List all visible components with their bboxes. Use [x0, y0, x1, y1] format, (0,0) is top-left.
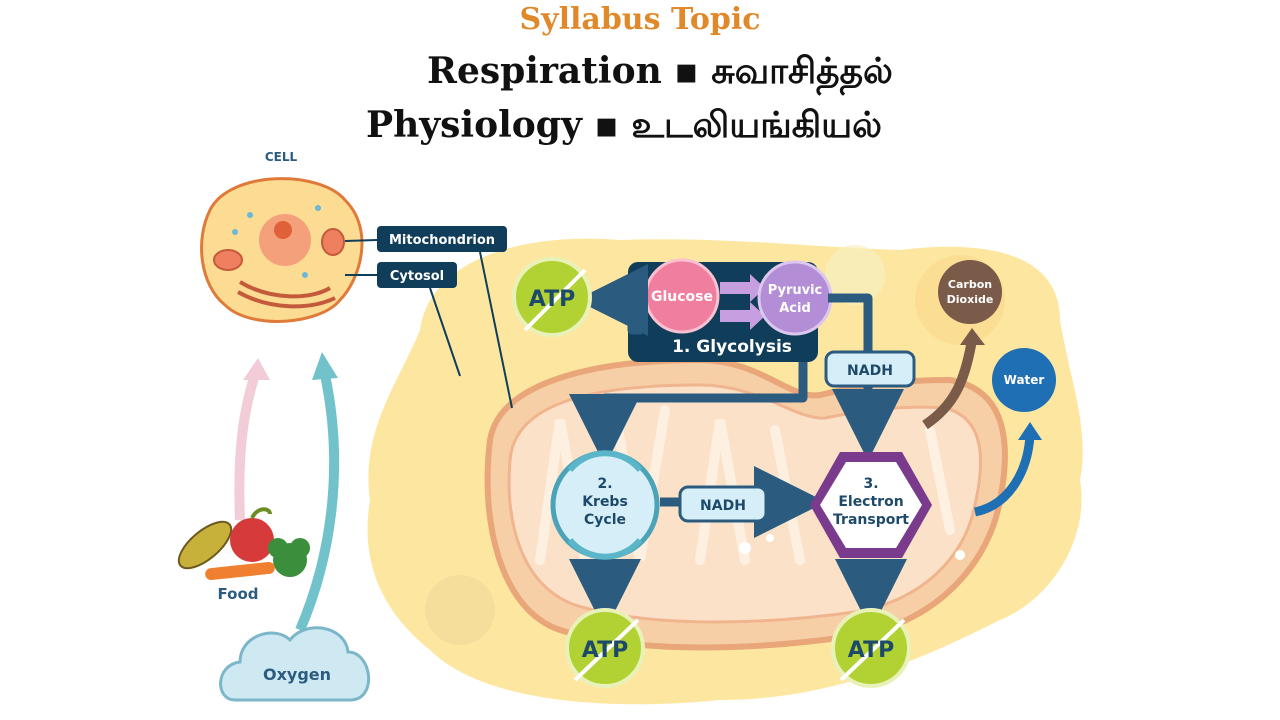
- cell-label: CELL: [265, 150, 298, 164]
- svg-text:2.: 2.: [597, 476, 612, 492]
- svg-text:ATP: ATP: [529, 287, 575, 312]
- food-label: Food: [218, 585, 259, 603]
- food-illustration: [177, 507, 310, 581]
- electron-transport-node: 3. Electron Transport: [810, 452, 932, 558]
- pyruvic-label-2: Acid: [779, 301, 811, 316]
- svg-text:Dioxide: Dioxide: [947, 293, 994, 306]
- pyruvic-label-1: Pyruvic: [768, 283, 823, 298]
- water-arrow: [973, 434, 1035, 517]
- glucose-label: Glucose: [651, 289, 713, 305]
- oxygen-cloud: Oxygen: [219, 626, 371, 702]
- svg-text:Carbon: Carbon: [948, 278, 992, 291]
- svg-text:Oxygen: Oxygen: [263, 665, 331, 684]
- svg-text:Water: Water: [1004, 373, 1045, 387]
- svg-text:NADH: NADH: [847, 363, 893, 379]
- oxygen-arrow: [295, 373, 340, 632]
- svg-text:NADH: NADH: [700, 498, 746, 514]
- mitochondrion-tag: Mitochondrion: [377, 226, 507, 252]
- glycolysis-to-krebs-arrow: [569, 362, 808, 466]
- cell-illustration: [200, 177, 364, 323]
- svg-text:ATP: ATP: [582, 638, 628, 663]
- nadh-tag-top: NADH: [824, 350, 916, 388]
- atp-badge-krebs: ATP: [565, 608, 645, 688]
- svg-text:Mitochondrion: Mitochondrion: [389, 233, 495, 248]
- glycolysis-label: 1. Glycolysis: [672, 337, 792, 357]
- svg-text:3.: 3.: [863, 476, 878, 492]
- atp-badge-electron-transport: ATP: [831, 608, 911, 688]
- svg-text:Electron: Electron: [838, 494, 903, 510]
- krebs-cycle-node: 2. Krebs Cycle: [550, 450, 660, 560]
- svg-text:Transport: Transport: [833, 512, 909, 528]
- respiration-title: Respiration ▪ சுவாசித்தல்: [427, 50, 893, 92]
- atp-badge-glycolysis: ATP: [512, 257, 592, 337]
- cytosol-tag: Cytosol: [377, 262, 457, 288]
- co2-arrow: [922, 339, 977, 430]
- glycolysis-to-atp-arrow: [576, 264, 648, 336]
- svg-text:ATP: ATP: [848, 638, 894, 663]
- svg-text:Cytosol: Cytosol: [390, 269, 444, 284]
- carbon-dioxide-node: Carbon Dioxide: [938, 260, 1002, 324]
- food-arrow: [234, 373, 260, 521]
- water-node: Water: [992, 348, 1056, 412]
- svg-text:Cycle: Cycle: [584, 512, 626, 528]
- pyruvic-node: [757, 260, 833, 336]
- svg-text:Krebs: Krebs: [582, 494, 628, 510]
- syllabus-topic-heading: Syllabus Topic: [519, 2, 761, 37]
- glycolysis-arrows-icon: [720, 274, 765, 330]
- nadh-tag-mid: NADH: [678, 485, 768, 523]
- physiology-title: Physiology ▪ உடலியங்கியல்: [366, 104, 882, 146]
